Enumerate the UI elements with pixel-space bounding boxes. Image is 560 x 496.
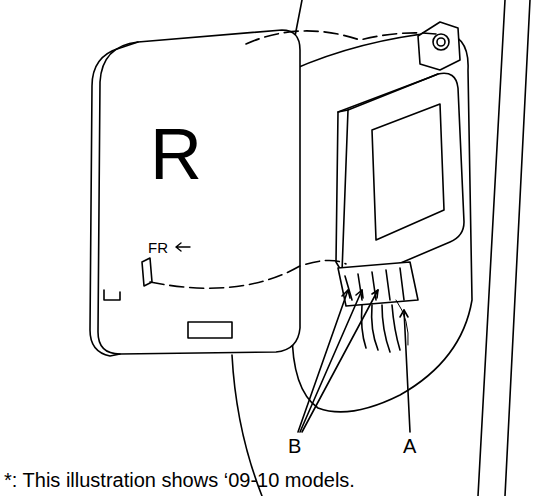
sensor-label-area [372,104,444,240]
cover-tab [104,290,232,338]
cover [98,30,300,354]
sensor-module-edge [338,74,438,112]
callout-letter: B [288,436,301,456]
alignment-line [150,260,346,288]
bracket [418,22,460,70]
leader-line [302,290,378,432]
caption: *: This illustration shows ‘09-10 models… [4,470,355,490]
leader-arrow [342,290,350,298]
pillar-edge [478,0,505,496]
bolt [437,38,445,46]
side-marking: R [150,118,202,190]
sensor-module [342,73,464,283]
connector [338,262,418,306]
wire-harness [396,300,408,345]
cover-side [90,42,138,356]
direction-marking: FR [148,240,168,255]
alignment-line [246,31,436,44]
leader-line [404,310,410,432]
mounting-recess [292,32,472,412]
pillar-edge [505,0,530,496]
sensor-module-side [336,110,348,272]
leader-arrow [356,290,363,298]
leader-line [300,290,362,432]
direction-arrow [176,243,190,251]
leader-arrow [400,310,408,317]
callout-letter: A [403,436,416,456]
bolt [433,34,449,50]
leader-arrow [372,290,378,298]
wire-harness [362,305,401,352]
